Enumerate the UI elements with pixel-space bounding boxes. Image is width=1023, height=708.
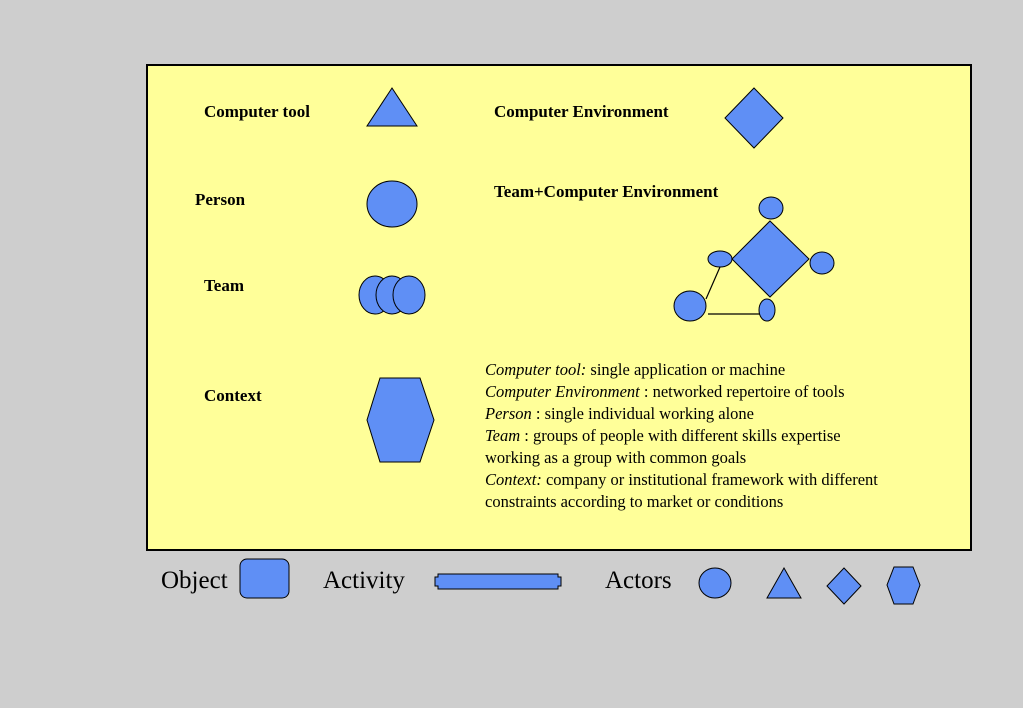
definition-line: Context: company or institutional framew… — [485, 469, 878, 491]
definition-line: Computer tool: single application or mac… — [485, 359, 878, 381]
definition-line: Team : groups of people with different s… — [485, 425, 878, 447]
computer-tool-triangle-icon — [366, 87, 418, 127]
team-circles-icon — [358, 275, 426, 315]
actor-triangle-icon — [766, 566, 802, 599]
context-hexagon-icon — [366, 377, 435, 463]
definition-line: Person : single individual working alone — [485, 403, 878, 425]
definition-term: Context: — [485, 470, 542, 489]
label-context: Context — [204, 386, 262, 405]
definition-desc: : single individual working alone — [531, 404, 755, 423]
actor-circle-icon — [698, 567, 732, 599]
definition-term: Person — [485, 404, 532, 423]
label-computer-tool: Computer tool — [204, 102, 310, 121]
definition-line: Computer Environment : networked reperto… — [485, 381, 878, 403]
person-circle-icon — [366, 180, 418, 228]
object-rounded-square-icon — [239, 558, 290, 599]
label-team-computer-environment: Team+Computer Environment — [494, 182, 719, 201]
actor-diamond-icon — [826, 567, 862, 605]
definition-term: Computer tool: — [485, 360, 587, 379]
definition-line: working as a group with common goals — [485, 447, 878, 469]
team-computer-environment-icon — [673, 196, 835, 322]
definition-line: constraints according to market or condi… — [485, 491, 878, 513]
actor-hexagon-icon — [886, 566, 921, 605]
label-team: Team — [204, 276, 244, 295]
activity-label: Activity — [323, 567, 405, 594]
legend-panel — [146, 64, 972, 551]
definition-desc: company or institutional framework with … — [541, 470, 878, 489]
definition-desc: working as a group with common goals — [485, 448, 747, 467]
definitions-block: Computer tool: single application or mac… — [485, 359, 878, 513]
definition-desc: : networked repertoire of tools — [639, 382, 845, 401]
definition-term: Computer Environment — [485, 382, 640, 401]
actors-label: Actors — [605, 567, 672, 594]
definition-term: Team — [485, 426, 521, 445]
computer-environment-diamond-icon — [724, 87, 784, 149]
definition-desc: single application or machine — [586, 360, 786, 379]
object-label: Object — [161, 567, 228, 594]
activity-bar-icon — [434, 573, 562, 590]
definition-desc: constraints according to market or condi… — [485, 492, 784, 511]
label-computer-environment: Computer Environment — [494, 102, 669, 121]
label-person: Person — [195, 190, 246, 209]
definition-desc: : groups of people with different skills… — [520, 426, 841, 445]
